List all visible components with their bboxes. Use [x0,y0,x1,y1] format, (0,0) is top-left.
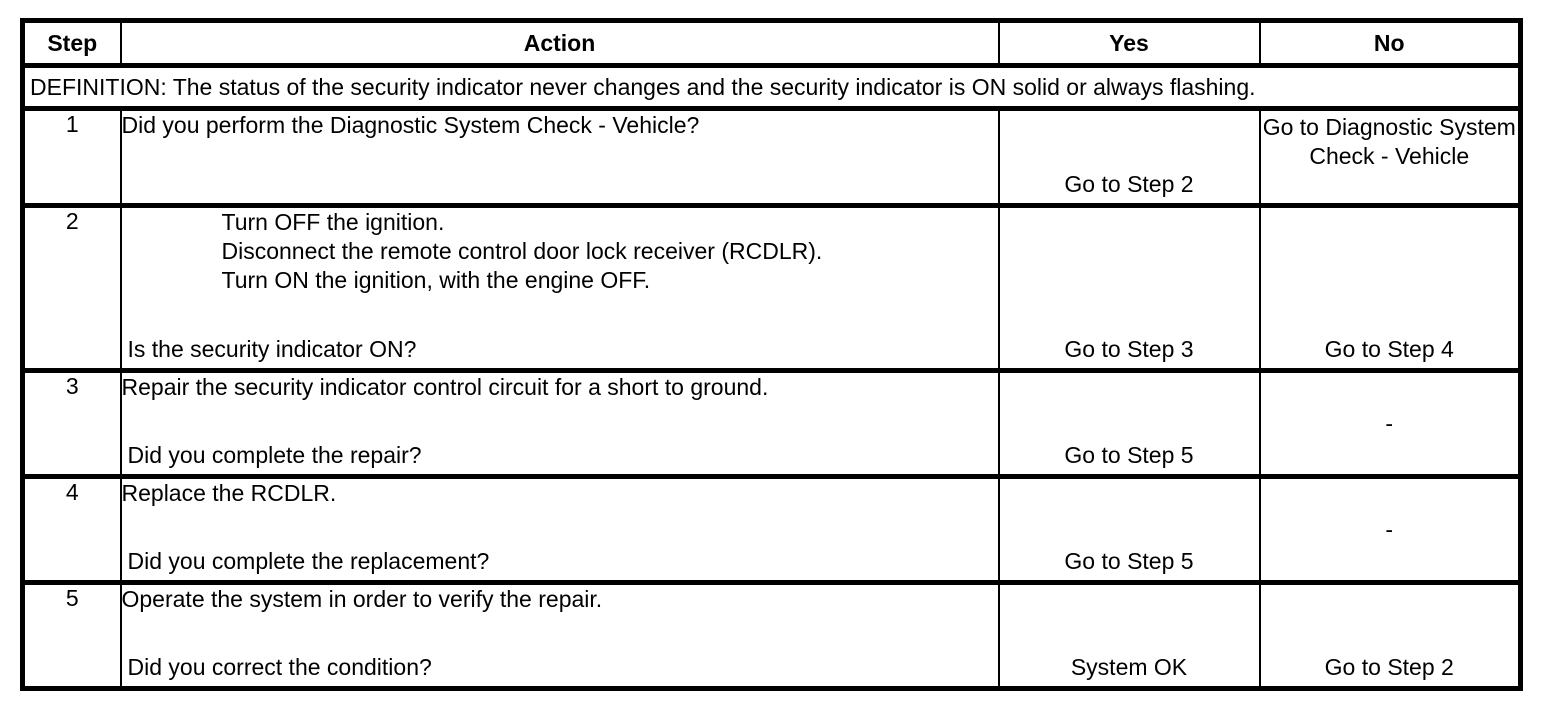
action-question-text: Is the security indicator ON? [127,336,417,362]
no-result-text: Go to Step 2 [1324,654,1454,680]
yes-result-text: Go to Step 3 [1064,336,1194,362]
no-cell: - [1258,369,1522,479]
step-number: 5 [21,581,122,690]
definition-text: DEFINITION: The status of the security i… [21,64,1522,111]
action-cell: Operate the system in order to verify th… [119,581,1000,690]
no-cell: Go to Step 2 [1258,581,1522,690]
yes-cell: Go to Step 2 [997,107,1261,208]
step-number: 1 [21,107,122,208]
no-cell: Go to Step 4 [1258,204,1522,373]
action-lead-text: Repair the security indicator control ci… [121,374,769,400]
action-step-item: Disconnect the remote control door lock … [221,238,823,264]
yes-cell: System OK [997,581,1261,690]
yes-result-text: Go to Step 5 [1064,548,1194,574]
action-cell: Did you perform the Diagnostic System Ch… [119,107,1000,208]
yes-cell: Go to Step 5 [997,369,1261,479]
column-header-yes: Yes [997,19,1261,68]
column-header-step: Step [21,19,122,68]
step-number: 4 [21,475,122,585]
step-number: 2 [21,204,122,373]
no-result-text: - [1385,410,1394,436]
step-number: 3 [21,369,122,479]
no-result-text: Go to Diagnostic System Check - Vehicle [1262,114,1516,169]
column-header-action: Action [119,19,1000,68]
action-lead-text: Replace the RCDLR. [121,480,337,506]
yes-result-text: Go to Step 2 [1064,171,1194,197]
no-cell: - [1258,475,1522,585]
action-lead-text: Did you perform the Diagnostic System Ch… [121,112,700,138]
no-result-text: - [1385,516,1394,542]
yes-cell: Go to Step 5 [997,475,1261,585]
table-row: 5 Operate the system in order to verify … [21,581,1522,690]
action-question-text: Did you complete the replacement? [127,548,490,574]
action-step-item: Turn ON the ignition, with the engine OF… [221,267,651,293]
table-row: 2 Turn OFF the ignition. Disconnect the … [21,204,1522,373]
action-step-item: Turn OFF the ignition. [221,209,445,235]
table-header-row: Step Action Yes No [21,19,1522,68]
yes-result-text: System OK [1070,654,1188,680]
definition-row: DEFINITION: The status of the security i… [21,64,1522,111]
table-row: 3 Repair the security indicator control … [21,369,1522,479]
yes-cell: Go to Step 3 [997,204,1261,373]
table-row: 4 Replace the RCDLR. Did you complete th… [21,475,1522,585]
table-row: 1 Did you perform the Diagnostic System … [21,107,1522,208]
action-cell: Replace the RCDLR. Did you complete the … [119,475,1000,585]
column-header-no: No [1258,19,1522,68]
action-cell: Repair the security indicator control ci… [119,369,1000,479]
no-result-text: Go to Step 4 [1324,336,1454,362]
action-cell: Turn OFF the ignition. Disconnect the re… [119,204,1000,373]
action-step-list: Turn OFF the ignition. Disconnect the re… [222,208,998,295]
action-lead-text: Operate the system in order to verify th… [121,586,603,612]
no-cell: Go to Diagnostic System Check - Vehicle [1258,107,1522,208]
action-question-text: Did you complete the repair? [127,442,422,468]
diagnostic-procedure-table: Step Action Yes No DEFINITION: The statu… [20,18,1523,691]
yes-result-text: Go to Step 5 [1064,442,1194,468]
action-question-text: Did you correct the condition? [127,654,432,680]
